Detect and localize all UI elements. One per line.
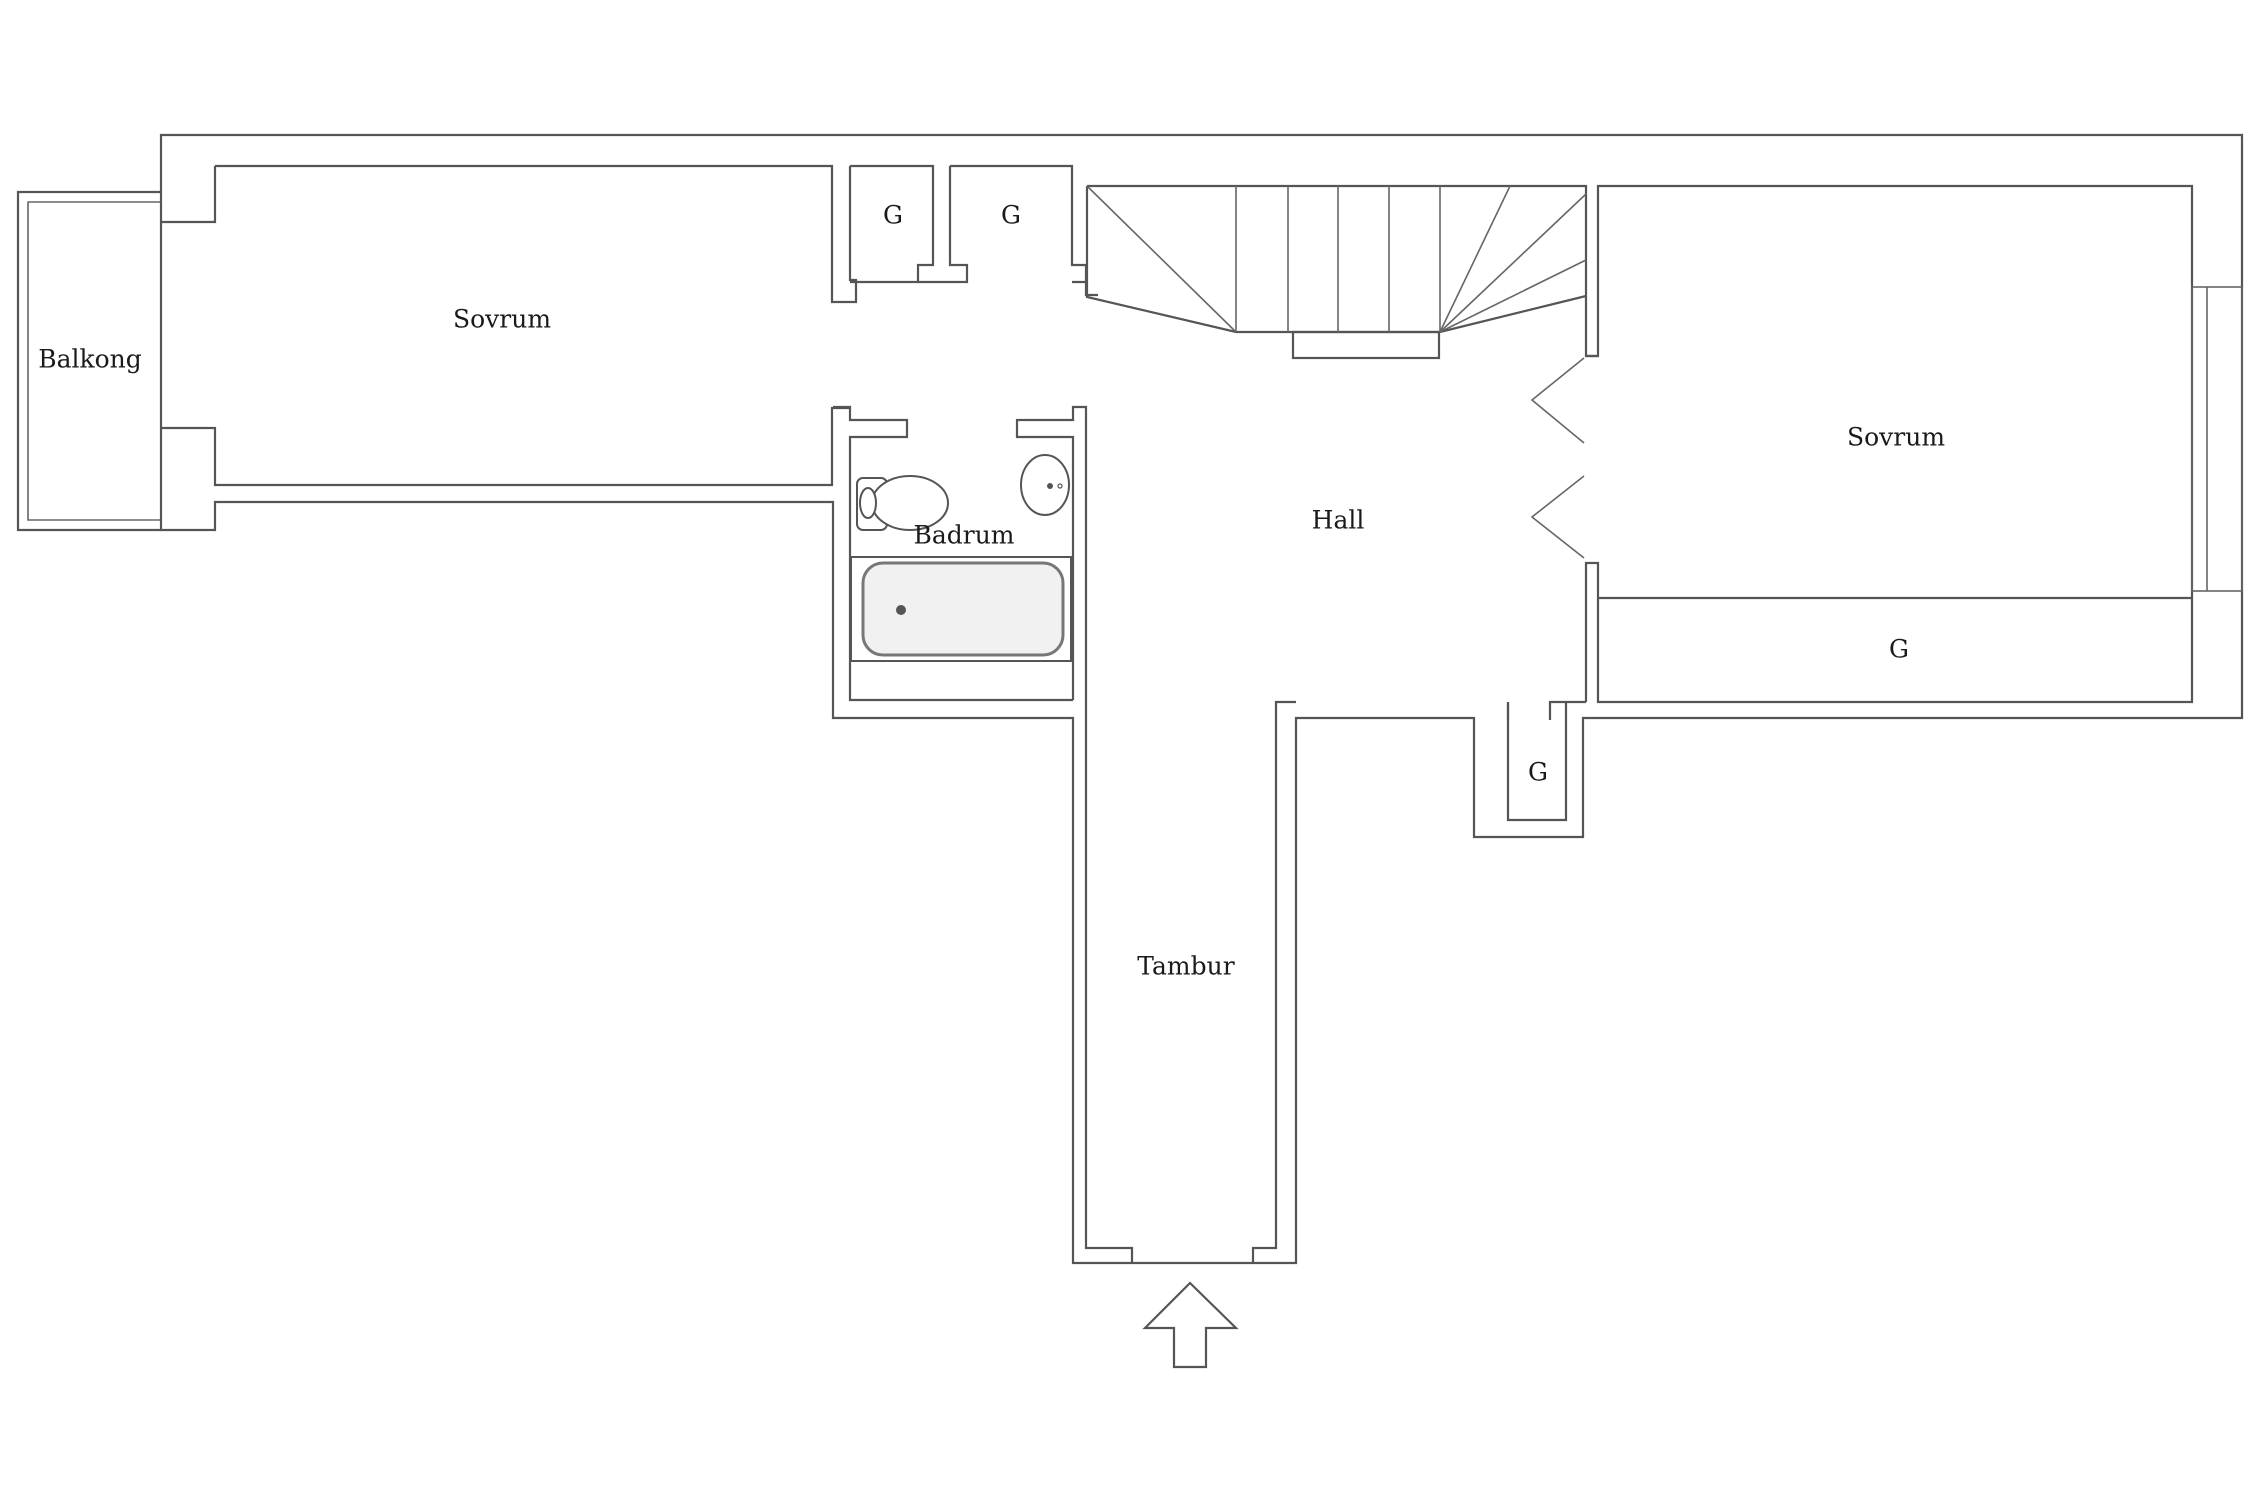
room-label-tambur: Tambur — [1137, 952, 1234, 981]
right-bedroom-walls — [1506, 184, 2243, 822]
room-label-sovrum-right: Sovrum — [1847, 423, 1945, 452]
room-label-closet-2: G — [1001, 201, 1021, 230]
room-label-closet-1: G — [883, 201, 903, 230]
room-label-sovrum-left: Sovrum — [453, 305, 551, 334]
closets-top — [850, 164, 1088, 284]
room-label-badrum: Badrum — [913, 521, 1014, 550]
bathroom-walls — [833, 405, 1296, 1263]
room-label-closet-right: G — [1889, 635, 1909, 664]
toilet-icon — [856, 475, 949, 531]
arrow-up-icon — [1142, 1281, 1239, 1369]
room-label-hall: Hall — [1312, 506, 1365, 535]
sink-icon — [1020, 454, 1070, 516]
room-label-balkong: Balkong — [38, 345, 142, 374]
room-label-closet-bottom: G — [1528, 758, 1548, 787]
bathtub-icon — [850, 556, 1072, 662]
balcony — [16, 190, 161, 532]
door-swing — [1530, 357, 1585, 559]
stairs-icon — [1084, 184, 1598, 360]
